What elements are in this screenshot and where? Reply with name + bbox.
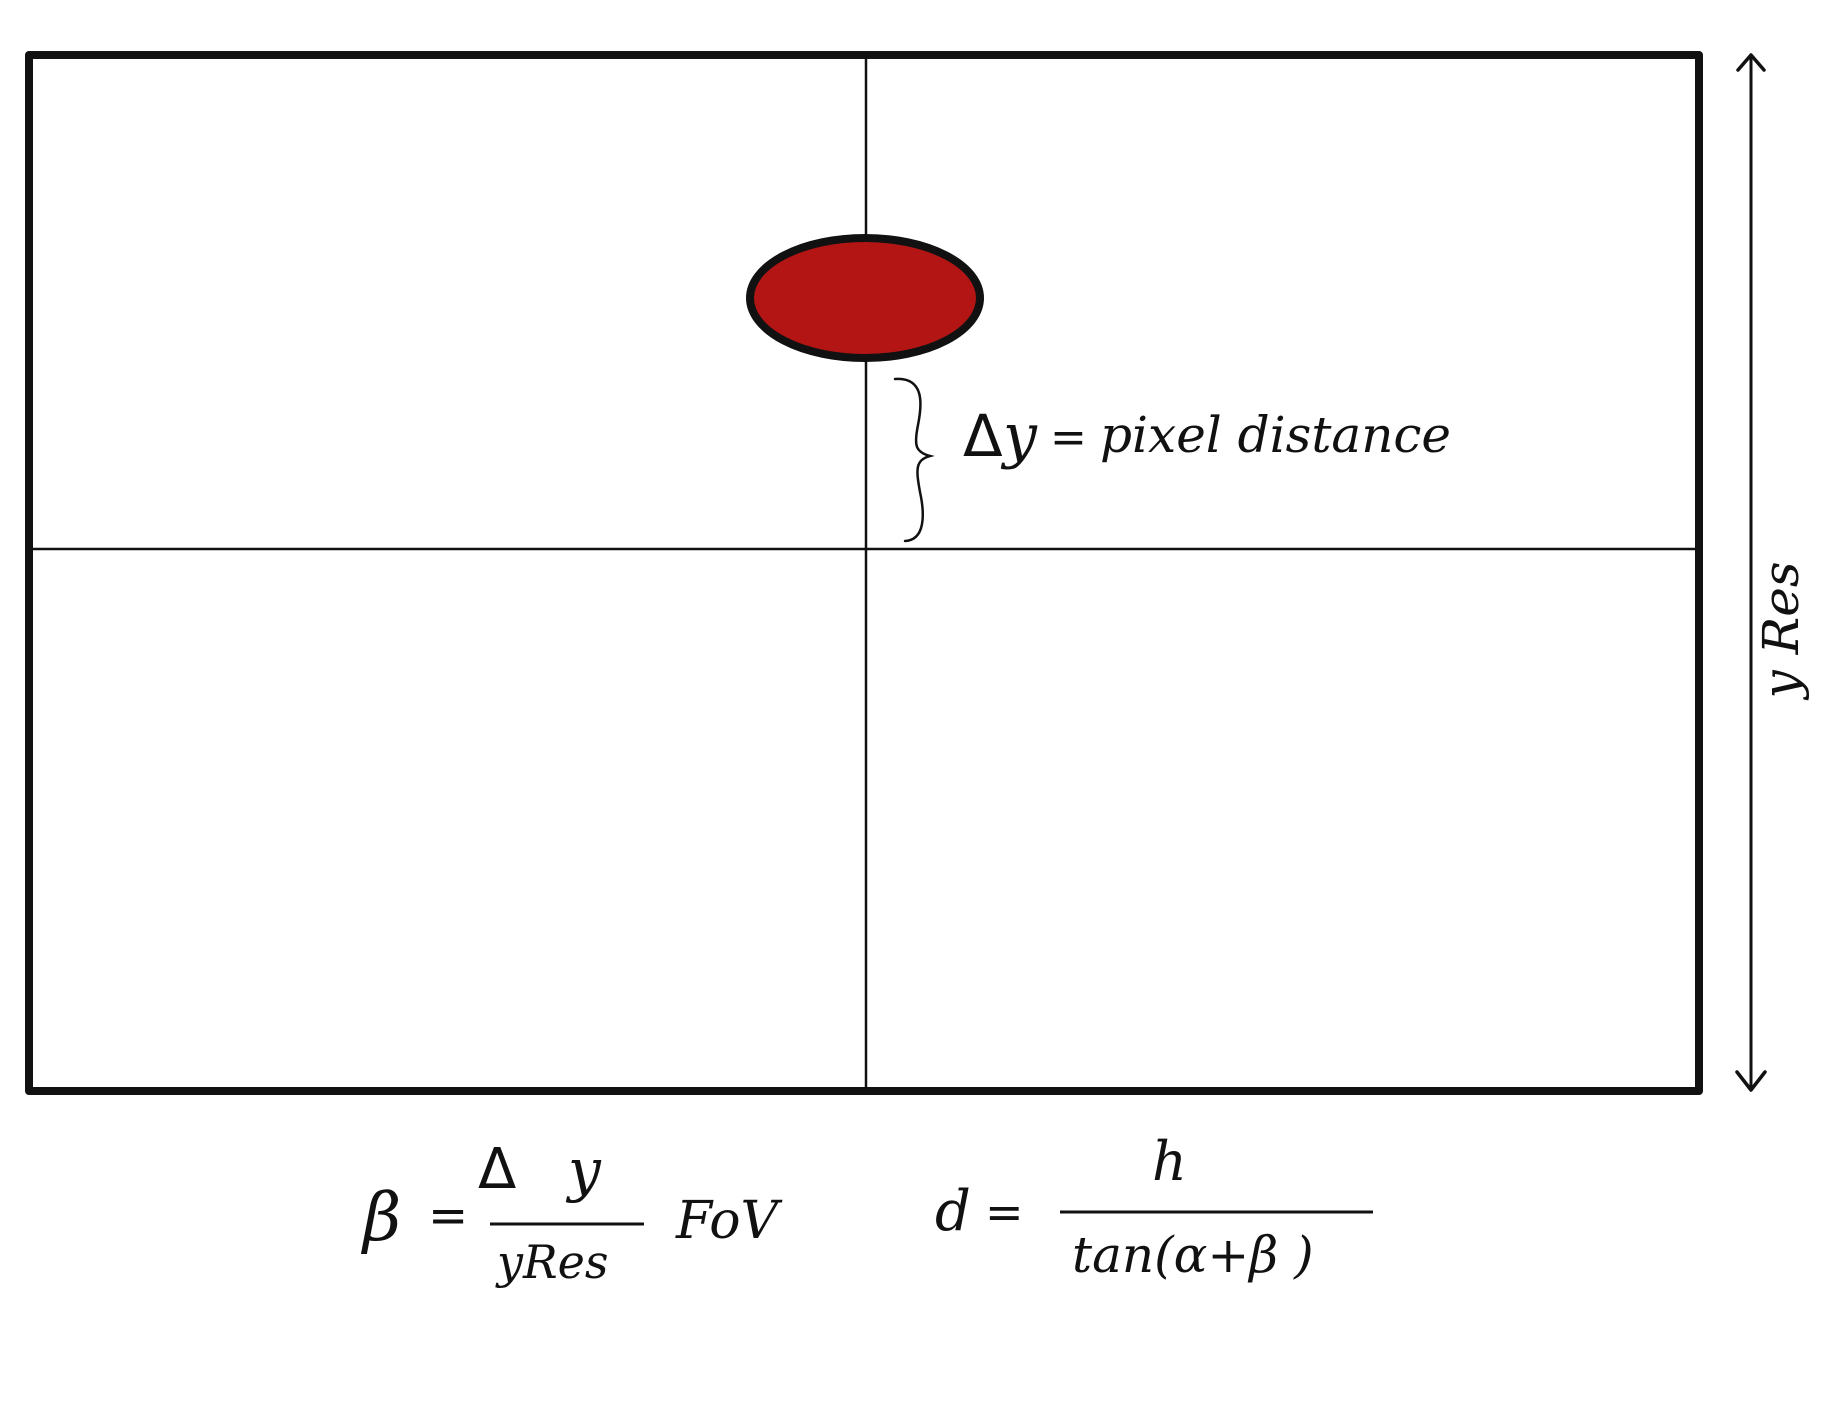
beta-equals: =: [428, 1188, 468, 1244]
beta-denominator: yRes: [495, 1235, 608, 1289]
d-lhs: d: [935, 1179, 971, 1244]
annotation-text: pixel distance: [1100, 406, 1451, 464]
annotation-delta-symbol: Δ: [963, 402, 1003, 470]
yres-arrow-head-top: [1736, 53, 1766, 72]
d-numerator: h: [1152, 1130, 1187, 1193]
annotation-equals: =: [1050, 412, 1087, 463]
beta-numerator-delta: Δ: [478, 1137, 516, 1202]
curly-brace: [893, 377, 935, 543]
d-equals: =: [985, 1185, 1024, 1239]
yres-side-label: y Res: [1752, 561, 1810, 700]
beta-numerator-var: y: [565, 1136, 602, 1204]
yres-arrow-head-bottom: [1735, 1070, 1767, 1092]
d-denominator: tan(α+β ): [1072, 1226, 1314, 1284]
beta-factor: FoV: [675, 1191, 783, 1251]
beta-lhs: β: [360, 1179, 401, 1256]
target-ellipse: [746, 234, 984, 362]
annotation-delta-var: y: [1000, 401, 1038, 471]
image-frame: [25, 51, 1703, 1095]
